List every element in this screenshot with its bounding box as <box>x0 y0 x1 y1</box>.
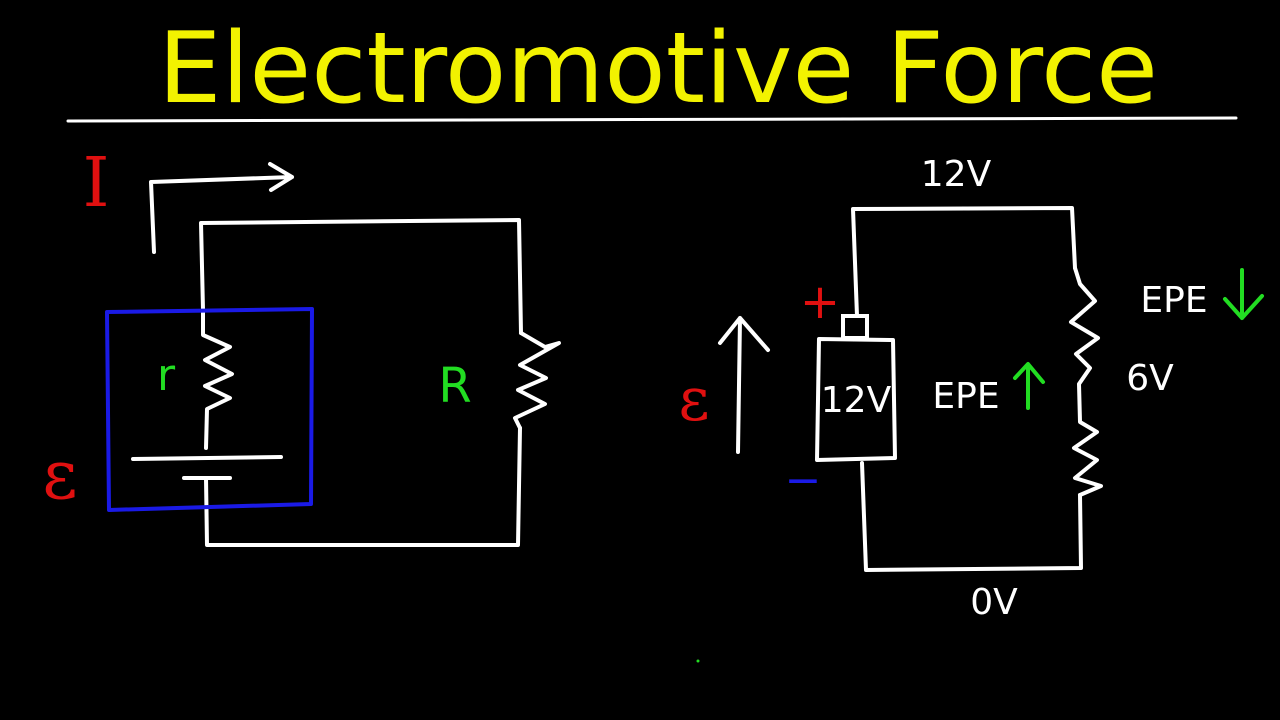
right-bottom-wire <box>860 461 1083 572</box>
right-circuit: 12V + − ε 12V 6V 0V EPE EPE <box>678 154 1264 623</box>
page-title: Electromotive Force <box>158 12 1158 126</box>
battery-cell <box>815 337 897 462</box>
middle-voltage-label: 6V <box>1126 358 1174 399</box>
stray-dot <box>696 659 700 663</box>
plus-sign: + <box>800 274 840 330</box>
left-right-wire <box>204 426 522 547</box>
emf-up-arrow-icon <box>718 316 770 454</box>
top-voltage-label: 12V <box>921 154 992 195</box>
left-top-wire <box>199 218 523 335</box>
left-emf-label: ε <box>42 436 77 515</box>
battery-terminal <box>841 314 869 340</box>
bottom-voltage-label: 0V <box>970 582 1018 623</box>
internal-resistance-label: r <box>157 350 176 401</box>
load-resistance-label: R <box>438 358 471 414</box>
current-label: I <box>83 144 110 223</box>
epe-down-arrow-icon <box>1223 268 1264 320</box>
resistor-epe-label: EPE <box>1140 280 1207 321</box>
current-arrow-icon <box>149 162 294 254</box>
internal-source-box <box>105 307 314 512</box>
battery-voltage-label: 12V <box>821 380 892 421</box>
title-underline <box>66 116 1238 123</box>
right-resistor <box>1069 266 1103 497</box>
battery-epe-label: EPE <box>932 376 999 417</box>
right-emf-label: ε <box>678 365 709 435</box>
right-top-wire <box>851 206 1077 318</box>
epe-up-arrow-icon <box>1013 362 1045 410</box>
minus-sign: − <box>785 455 822 506</box>
internal-resistor <box>201 308 234 450</box>
load-resistor <box>513 331 561 430</box>
left-circuit: I r ε R <box>42 144 561 547</box>
battery-long-plate <box>131 455 283 461</box>
